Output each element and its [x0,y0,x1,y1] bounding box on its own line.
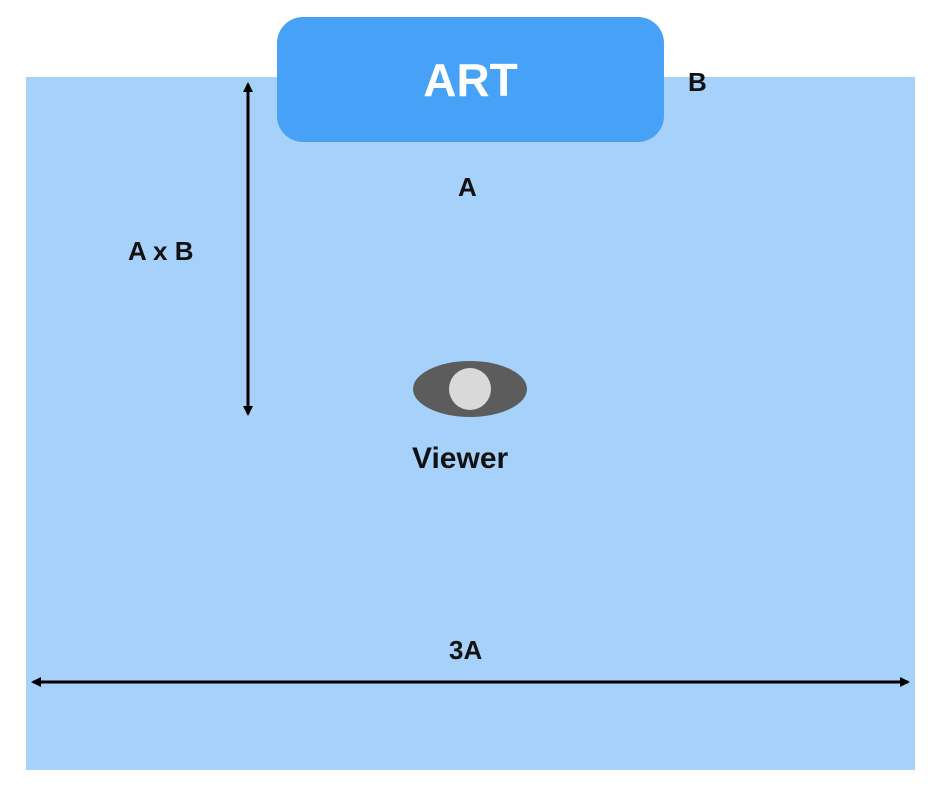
art-width-label: B [688,67,707,97]
eye-icon [413,361,527,417]
viewing-distance-label: A x B [128,236,194,266]
room-width-label: 3A [449,635,483,665]
art-label: ART [423,53,518,106]
art-height-label: A [458,172,477,202]
art-piece: ART [277,17,664,142]
viewer-label: Viewer [412,442,509,475]
room-floor [26,77,915,770]
